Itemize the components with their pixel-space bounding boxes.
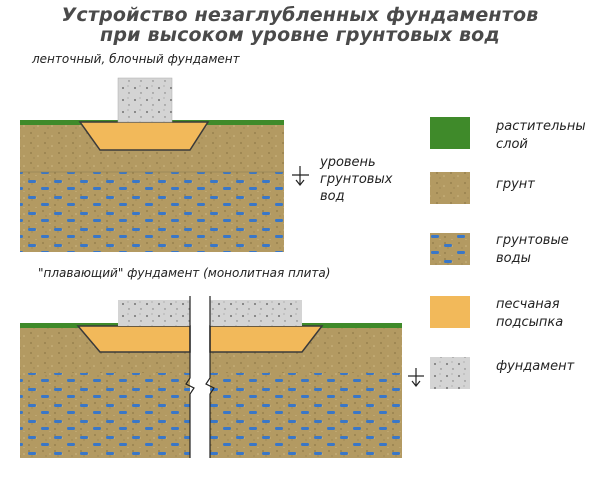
title-line-1: Устройство незаглубленных фундаментов <box>61 4 539 26</box>
legend-soil-line-1: грунт <box>496 177 535 192</box>
strip-foundation-label: ленточный, блочный фундамент <box>32 52 240 66</box>
strip-foundation-block <box>117 77 173 123</box>
sand-bedding <box>78 121 210 151</box>
legend-sand-label: песчаная подсыпка <box>496 296 563 332</box>
groundwater-layer <box>20 172 284 252</box>
groundwater-swatch <box>430 233 470 265</box>
groundwater-level-label: уровень грунтовых вод <box>320 154 392 205</box>
vegetation-swatch <box>430 117 470 149</box>
legend-vegetation-label: растительны слой <box>496 118 586 154</box>
legend-vegetation-line-2: слой <box>496 137 528 152</box>
slab-foundation-left <box>118 300 190 326</box>
groundwater-layer-left <box>20 373 190 458</box>
break-line-left <box>185 296 195 458</box>
slab-foundation-label: "плавающий" фундамент (монолитная плита) <box>38 266 331 280</box>
sand-bedding-right <box>209 325 324 353</box>
sand-swatch <box>430 296 470 328</box>
slab-foundation-right <box>210 300 302 326</box>
groundwater-level-marker-bottom <box>408 368 424 387</box>
foundation-swatch <box>430 357 470 389</box>
legend-sand-line-2: подсыпка <box>496 315 564 330</box>
soil-swatch <box>430 172 470 204</box>
break-line-right <box>205 296 215 458</box>
legend-sand-line-1: песчаная <box>496 297 560 312</box>
legend-soil-label: грунт <box>496 176 535 194</box>
groundwater-label-line-3: вод <box>320 189 345 204</box>
groundwater-label-line-1: уровень <box>320 155 376 170</box>
legend-groundwater-line-2: воды <box>496 251 531 266</box>
legend-groundwater-label: грунтовые воды <box>496 232 569 268</box>
groundwater-level-marker <box>292 166 309 186</box>
groundwater-label-line-2: грунтовых <box>320 172 393 187</box>
slab-foundation-diagram <box>20 296 402 458</box>
legend-foundation-line-1: фундамент <box>496 359 575 374</box>
legend-foundation-label: фундамент <box>496 358 574 376</box>
strip-foundation-diagram <box>20 77 284 252</box>
title-line-2: при высоком уровне грунтовых вод <box>100 24 500 46</box>
groundwater-layer-right <box>210 373 402 458</box>
legend-vegetation-line-1: растительны <box>496 119 586 134</box>
legend-groundwater-line-1: грунтовые <box>496 233 569 248</box>
